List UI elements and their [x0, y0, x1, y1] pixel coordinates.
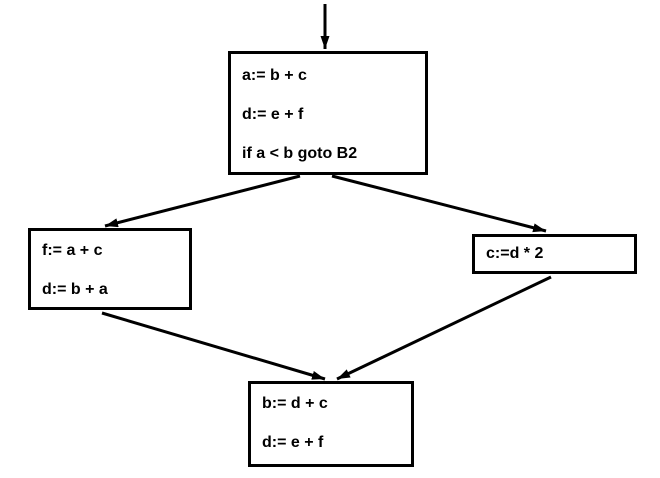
statement-line: b:= d + c	[262, 395, 328, 412]
edge-right-to-bottom	[336, 275, 552, 381]
statement-line: d:= e + f	[262, 434, 324, 451]
edge-left-to-bottom	[101, 311, 326, 381]
statement-line: if a < b goto B2	[242, 145, 358, 162]
block-top-node: a:= b + c d:= e + f if a < b goto B2	[228, 51, 428, 175]
statement-line: f:= a + c	[42, 242, 103, 259]
statement-line: d:= e + f	[242, 106, 304, 123]
statement-line: d:= b + a	[42, 281, 108, 298]
statement-line: a:= b + c	[242, 67, 307, 84]
block-left-node: f:= a + c d:= b + a	[28, 228, 192, 310]
block-bottom-node: b:= d + c d:= e + f	[248, 381, 414, 467]
edge-top-to-left	[104, 174, 301, 228]
statement-line: c:=d * 2	[486, 245, 544, 262]
block-right-node: c:=d * 2	[472, 234, 637, 274]
edge-top-to-right	[331, 174, 547, 233]
